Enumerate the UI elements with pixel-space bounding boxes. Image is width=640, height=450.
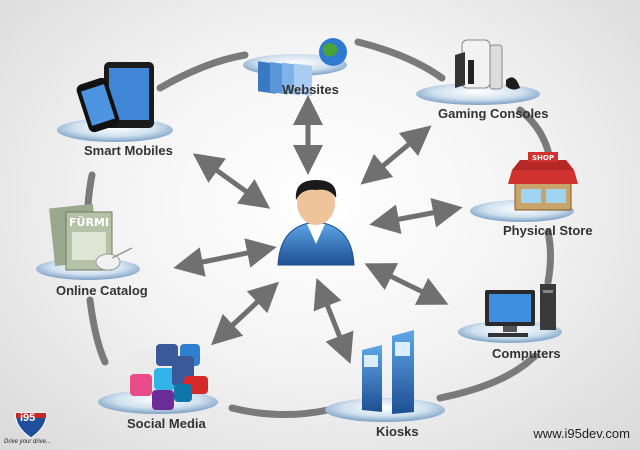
customer-avatar-icon (277, 180, 355, 266)
platform-gaming (416, 83, 540, 105)
physical-store-icon: SHOP (508, 152, 578, 211)
arrow-physical-store (369, 198, 463, 234)
arrow-smart-mobiles (192, 153, 271, 209)
computer-icon (485, 284, 556, 337)
gaming-console-icon (455, 39, 520, 90)
arrow-computers (364, 263, 449, 305)
websites-icon (258, 38, 347, 96)
outer-ring (84, 38, 554, 418)
node-label-social-media: Social Media (127, 416, 206, 431)
node-label-online-catalog: Online Catalog (56, 283, 148, 298)
kiosk-icon (362, 330, 414, 414)
node-label-kiosks: Kiosks (376, 424, 419, 439)
node-label-physical-store: Physical Store (503, 223, 593, 238)
connector-arrows (173, 95, 463, 364)
online-catalog-icon: FÜRMI (49, 203, 133, 271)
brand-number: i95 (20, 412, 36, 424)
node-label-gaming-consoles: Gaming Consoles (438, 106, 549, 121)
social-media-icon (130, 344, 208, 410)
arrow-social-media (211, 281, 279, 346)
footer-url: www.i95dev.com (533, 426, 630, 441)
brand-tagline: Drive your drive... (4, 439, 52, 445)
arrow-kiosks (313, 278, 354, 364)
brand-logo (15, 412, 47, 439)
arrow-online-catalog (173, 238, 277, 277)
platform-kiosks (325, 398, 445, 422)
node-label-computers: Computers (492, 346, 561, 361)
node-label-smart-mobiles: Smart Mobiles (84, 143, 173, 158)
node-label-websites: Websites (282, 82, 339, 97)
arrow-gaming-consoles (360, 125, 432, 185)
catalog-cover-text: FÜRMI (69, 215, 109, 229)
smart-mobiles-icon (76, 62, 154, 133)
brand-badge: i95 Drive your drive... (0, 410, 62, 450)
store-sign-text: SHOP (532, 154, 554, 162)
